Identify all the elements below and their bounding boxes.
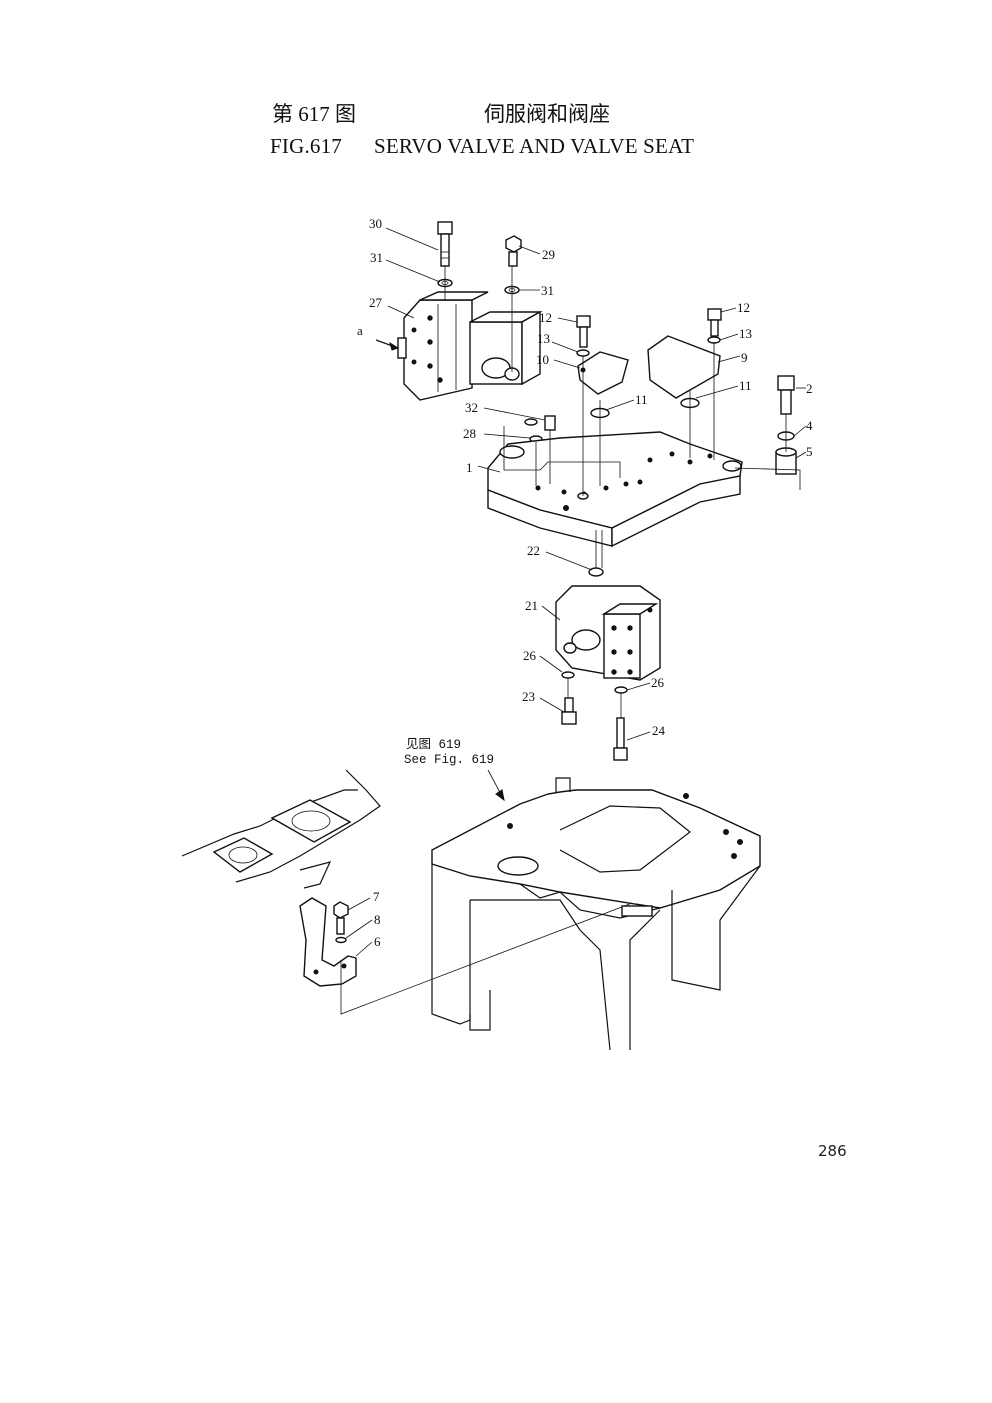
bolt-29 [505,235,522,267]
figure-title-cn: 第 617 图 伺服阀和阀座 [272,98,610,128]
gasket-plate [181,769,381,889]
servo-valve-21 [555,585,661,681]
bracket-6 [299,897,357,987]
callout-labels: 30 29 31 31 27 a 12 13 10 12 13 9 2 11 1… [357,216,813,949]
callout-10: 10 [536,352,549,367]
callout-24: 24 [652,723,666,738]
bolt-24 [613,717,628,761]
bolt-12-left [576,315,591,348]
callout-30: 30 [369,216,382,231]
o-ring-22 [588,567,604,577]
washer-8 [335,936,347,944]
callout-9: 9 [741,350,748,365]
figure-name-en: SERVO VALVE AND VALVE SEAT [374,134,695,158]
bolt-30 [437,221,453,267]
callout-1: 1 [466,460,473,475]
callout-2: 2 [806,381,813,396]
arrow-a-head [389,341,400,351]
washer-13-left [576,349,590,357]
bolt-7 [333,901,349,935]
callout-7: 7 [373,889,380,904]
cover-9 [647,335,721,399]
cover-10 [577,351,629,395]
callout-13-left: 13 [537,331,550,346]
callout-23: 23 [522,689,535,704]
plug-32 [544,415,556,431]
assembly-lines [444,266,801,718]
figure-number-cn: 第 617 图 [272,102,356,126]
valve-seat-plate-1 [487,431,743,548]
callout-12-left: 12 [539,310,552,325]
reference-label-en: See Fig. 619 [404,753,494,767]
callout-32: 32 [465,400,478,415]
figure-number-en: FIG.617 [270,134,342,158]
washer-26-left [561,671,575,679]
callout-31-right: 31 [541,283,554,298]
transmission-frame [431,777,761,1051]
reference-label-cn: 见图 619 [406,738,461,752]
servo-valve-27 [397,291,543,401]
callout-26-right: 26 [651,675,665,690]
callout-27: 27 [369,295,383,310]
page-number: 286 [818,1142,847,1160]
callout-22: 22 [527,543,540,558]
seal-28-top [524,418,538,426]
callout-29: 29 [542,247,555,262]
callout-26-left: 26 [523,648,537,663]
reference-arrow-head [495,789,505,802]
callout-11-left: 11 [635,392,648,407]
callout-4: 4 [806,418,813,433]
callout-a: a [357,323,363,338]
washer-26-right [614,686,628,694]
callout-11-right: 11 [739,378,752,393]
callout-6: 6 [374,934,381,949]
bolt-12-right [707,308,722,337]
callout-21: 21 [525,598,538,613]
figure-name-cn: 伺服阀和阀座 [484,102,610,126]
callout-31-left: 31 [370,250,383,265]
callout-13-right: 13 [739,326,752,341]
callout-leaders [345,227,807,957]
callout-8: 8 [374,912,381,927]
figure-title-en: FIG.617 SERVO VALVE AND VALVE SEAT [270,134,694,159]
bolt-23 [561,697,577,725]
callout-28: 28 [463,426,476,441]
bolt-2 [777,375,795,415]
callout-5: 5 [806,444,813,459]
callout-12-right: 12 [737,300,750,315]
